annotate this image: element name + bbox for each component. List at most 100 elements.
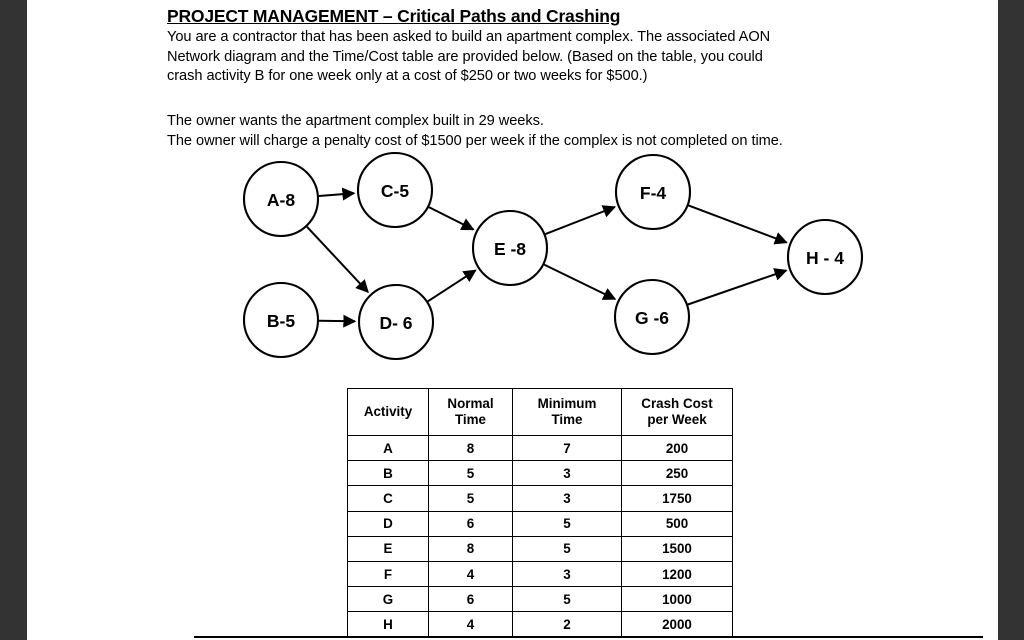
cell-activity: H <box>347 611 429 638</box>
node-b: B-5 <box>242 281 320 359</box>
column-header-activity: Activity <box>347 388 429 436</box>
node-d: D- 6 <box>357 283 435 361</box>
document-page: PROJECT MANAGEMENT – Critical Paths and … <box>27 0 998 640</box>
cell-normal-time: 6 <box>428 586 513 613</box>
node-label-f: F-4 <box>640 183 667 203</box>
cell-minimum-time: 7 <box>512 434 622 462</box>
node-circle-g <box>613 278 691 356</box>
edge-c-to-e <box>428 206 475 231</box>
edges-layer <box>306 187 788 328</box>
edge-a-to-c <box>318 187 356 201</box>
node-f: F-4 <box>614 153 692 231</box>
header-line-2: Time <box>454 412 486 427</box>
header-line-1: Crash Cost <box>641 396 713 411</box>
cell-activity: A <box>347 434 429 462</box>
cell-normal-time: 8 <box>428 434 513 462</box>
cell-normal-time: 5 <box>428 460 513 487</box>
header-line-2: per Week <box>647 412 707 427</box>
cell-activity: C <box>347 485 429 512</box>
node-g: G -6 <box>613 278 691 356</box>
header-line-1: Minimum <box>537 396 597 411</box>
node-circle-b <box>242 281 320 359</box>
intro-line-3: crash activity B for one week only at a … <box>167 68 648 84</box>
cell-activity: F <box>347 560 429 588</box>
cell-normal-time: 4 <box>428 611 513 638</box>
cell-minimum-time: 2 <box>512 611 622 638</box>
node-circle-c <box>356 151 434 229</box>
cell-activity: G <box>347 586 429 613</box>
cell-crash-cost-per-week: 200 <box>621 434 733 462</box>
cell-crash-cost-per-week: 1000 <box>621 586 733 613</box>
edge-a-to-d <box>306 226 369 294</box>
page-title: PROJECT MANAGEMENT – Critical Paths and … <box>167 6 621 26</box>
node-h: H - 4 <box>786 218 864 296</box>
node-label-d: D- 6 <box>379 313 412 333</box>
cell-activity: D <box>347 510 429 537</box>
node-label-e: E -8 <box>494 239 526 259</box>
nodes-layer: A-8 C-5B-5 D- 6 E -8 F-4 G -6 H - 4 <box>242 151 864 361</box>
node-label-c: C-5 <box>381 181 409 201</box>
node-circle-a <box>242 160 320 238</box>
node-e: E -8 <box>471 209 549 287</box>
node-label-g: G -6 <box>635 308 669 328</box>
edge-e-to-f <box>545 205 617 236</box>
document-content: PROJECT MANAGEMENT – Critical Paths and … <box>167 0 887 640</box>
node-circle-h <box>786 218 864 296</box>
node-a: A-8 <box>242 160 320 238</box>
cell-minimum-time: 5 <box>512 535 622 562</box>
cell-minimum-time: 3 <box>512 560 622 588</box>
owner-requirements-paragraph: The owner wants the apartment complex bu… <box>167 112 867 151</box>
cell-minimum-time: 5 <box>512 510 622 537</box>
cell-normal-time: 5 <box>428 485 513 512</box>
footer-rule <box>194 636 983 638</box>
cell-normal-time: 4 <box>428 560 513 588</box>
node-c: C-5 <box>356 151 434 229</box>
cell-normal-time: 6 <box>428 510 513 537</box>
cell-crash-cost-per-week: 1200 <box>621 560 733 588</box>
cell-activity: E <box>347 535 429 562</box>
node-circle-f <box>614 153 692 231</box>
cell-crash-cost-per-week: 2000 <box>621 611 733 638</box>
edge-f-to-h <box>688 204 788 245</box>
cell-minimum-time: 5 <box>512 586 622 613</box>
intro-line-1: You are a contractor that has been asked… <box>167 29 771 45</box>
header-line-1: Activity <box>363 404 413 419</box>
cell-minimum-time: 3 <box>512 485 622 512</box>
edge-e-to-g <box>543 263 617 300</box>
node-label-a: A-8 <box>267 190 295 210</box>
cell-activity: B <box>347 460 429 487</box>
cell-crash-cost-per-week: 1500 <box>621 535 733 562</box>
cell-crash-cost-per-week: 250 <box>621 460 733 487</box>
header-line-2: Time <box>551 412 583 427</box>
node-circle-e <box>471 209 549 287</box>
intro-line-2: Network diagram and the Time/Cost table … <box>167 48 763 65</box>
owner-penalty-line: The owner will charge a penalty cost of … <box>167 132 783 149</box>
owner-deadline-line: The owner wants the apartment complex bu… <box>167 113 544 129</box>
edge-b-to-d <box>318 314 357 328</box>
node-label-b: B-5 <box>267 311 295 331</box>
edge-g-to-h <box>687 268 788 306</box>
edge-d-to-e <box>427 269 477 303</box>
network-diagram-canvas: A-8 C-5B-5 D- 6 E -8 F-4 G -6 H - 4 <box>242 151 864 361</box>
cell-minimum-time: 3 <box>512 460 622 487</box>
cell-crash-cost-per-week: 500 <box>621 510 733 537</box>
node-label-h: H - 4 <box>806 248 844 268</box>
node-circle-d <box>357 283 435 361</box>
cell-normal-time: 8 <box>428 535 513 562</box>
intro-paragraph: You are a contractor that has been asked… <box>167 28 867 87</box>
cell-crash-cost-per-week: 1750 <box>621 485 733 512</box>
